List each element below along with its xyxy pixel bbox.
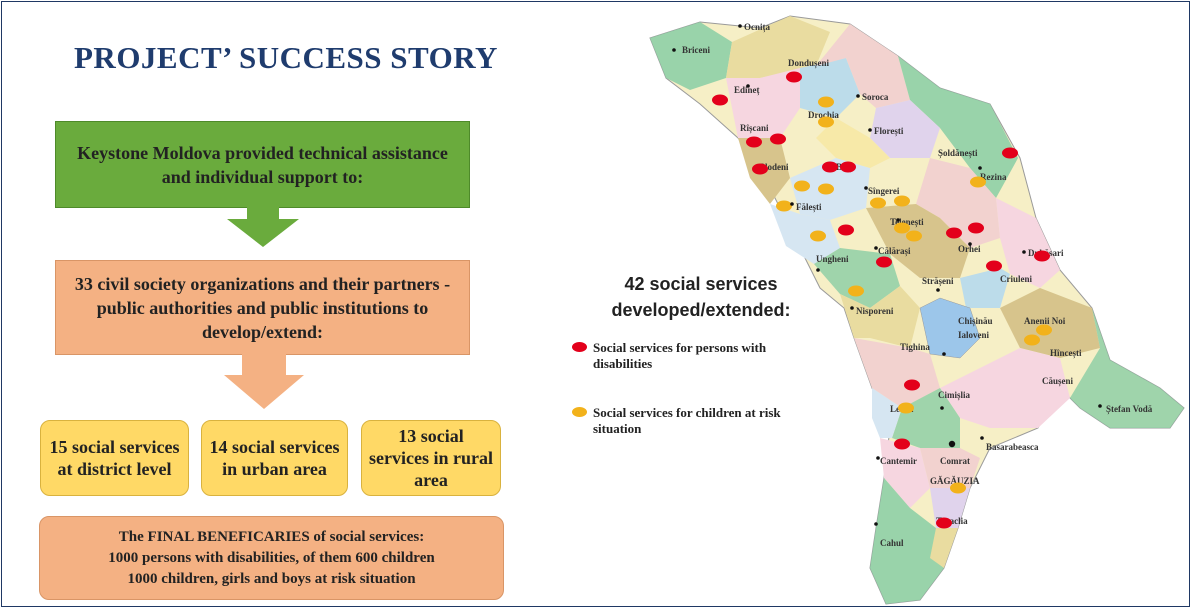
- map-label-12: Sîngerei: [868, 186, 900, 196]
- map-label-6: Rîșcani: [740, 123, 769, 133]
- map-label-15: Orhei: [958, 244, 981, 254]
- map-label-28: Cimișlia: [938, 390, 971, 400]
- beneficiaries-children: 1000 children, girls and boys at risk si…: [127, 570, 416, 587]
- map-label-31: Basarabeasca: [986, 442, 1039, 452]
- map-label-22: Chișinău: [958, 316, 993, 326]
- legend-item-disabilities: Social services for persons with disabil…: [572, 340, 782, 372]
- moldova-district-map: Briceni Ocnița Dondușeni Edineț Soroca D…: [649, 15, 1185, 605]
- urban-services-box: 14 social services in urban area: [201, 420, 348, 496]
- map-label-0: Briceni: [682, 45, 710, 55]
- rural-services-box: 13 social services in rural area: [361, 420, 501, 496]
- map-label-10: Glodeni: [758, 162, 789, 172]
- map-label-4: Soroca: [862, 92, 889, 102]
- map-label-36: Cahul: [880, 538, 904, 548]
- district-services-box: 15 social services at district level: [40, 420, 189, 496]
- map-label-2: Dondușeni: [788, 58, 830, 68]
- map-label-13: Fălești: [796, 202, 822, 212]
- beneficiaries-heading: The FINAL BENEFICARIES of social service…: [118, 528, 425, 545]
- map-label-8: Șoldănești: [938, 148, 978, 158]
- map-label-19: Strășeni: [922, 276, 954, 286]
- map-label-20: Criuleni: [1000, 274, 1033, 284]
- red-dot-icon: [572, 342, 587, 352]
- map-label-32: Cantemir: [880, 456, 917, 466]
- map-label-24: Anenii Noi: [1024, 316, 1066, 326]
- map-label-25: Hîncești: [1050, 348, 1082, 358]
- map-label-14: Telenești: [890, 217, 924, 227]
- legend-title: 42 social services developed/extended:: [611, 274, 791, 320]
- yellow-dot-icon: [572, 407, 587, 417]
- map-label-23: Ialoveni: [958, 330, 990, 340]
- map-label-33: Comrat: [940, 456, 970, 466]
- legend-item-children: Social services for children at risk sit…: [572, 405, 808, 437]
- map-label-3: Edineț: [734, 85, 760, 95]
- map-label-21: Nisporeni: [856, 306, 894, 316]
- technical-assistance-box: Keystone Moldova provided technical assi…: [55, 121, 470, 208]
- map-label-7: Florești: [874, 126, 904, 136]
- down-arrow-green-icon: [227, 205, 299, 247]
- map-label-1: Ocnița: [744, 22, 770, 32]
- map-label-18: Ungheni: [816, 254, 849, 264]
- map-label-5: Drochia: [808, 110, 839, 120]
- map-label-35: Taraclia: [936, 516, 968, 526]
- final-beneficiaries-box: The FINAL BENEFICARIES of social service…: [39, 516, 504, 600]
- map-label-27: Căușeni: [1042, 376, 1074, 386]
- map-label-30: Ștefan Vodă: [1106, 404, 1153, 414]
- map-label-9: Rezina: [980, 172, 1007, 182]
- civil-society-box: 33 civil society organizations and their…: [55, 260, 470, 355]
- map-label-34: GĂGĂUZIA: [930, 476, 980, 486]
- legend-label-disabilities: Social services for persons with disabil…: [593, 340, 767, 371]
- map-label-17: Călărași: [878, 246, 911, 256]
- beneficiaries-disabilities: 1000 persons with disabilities, of them …: [108, 549, 435, 566]
- legend-label-children: Social services for children at risk sit…: [593, 405, 781, 436]
- down-arrow-orange-icon: [224, 353, 304, 409]
- page-title: PROJECT’ SUCCESS STORY: [74, 40, 498, 75]
- map-label-26: Tighina: [900, 342, 930, 352]
